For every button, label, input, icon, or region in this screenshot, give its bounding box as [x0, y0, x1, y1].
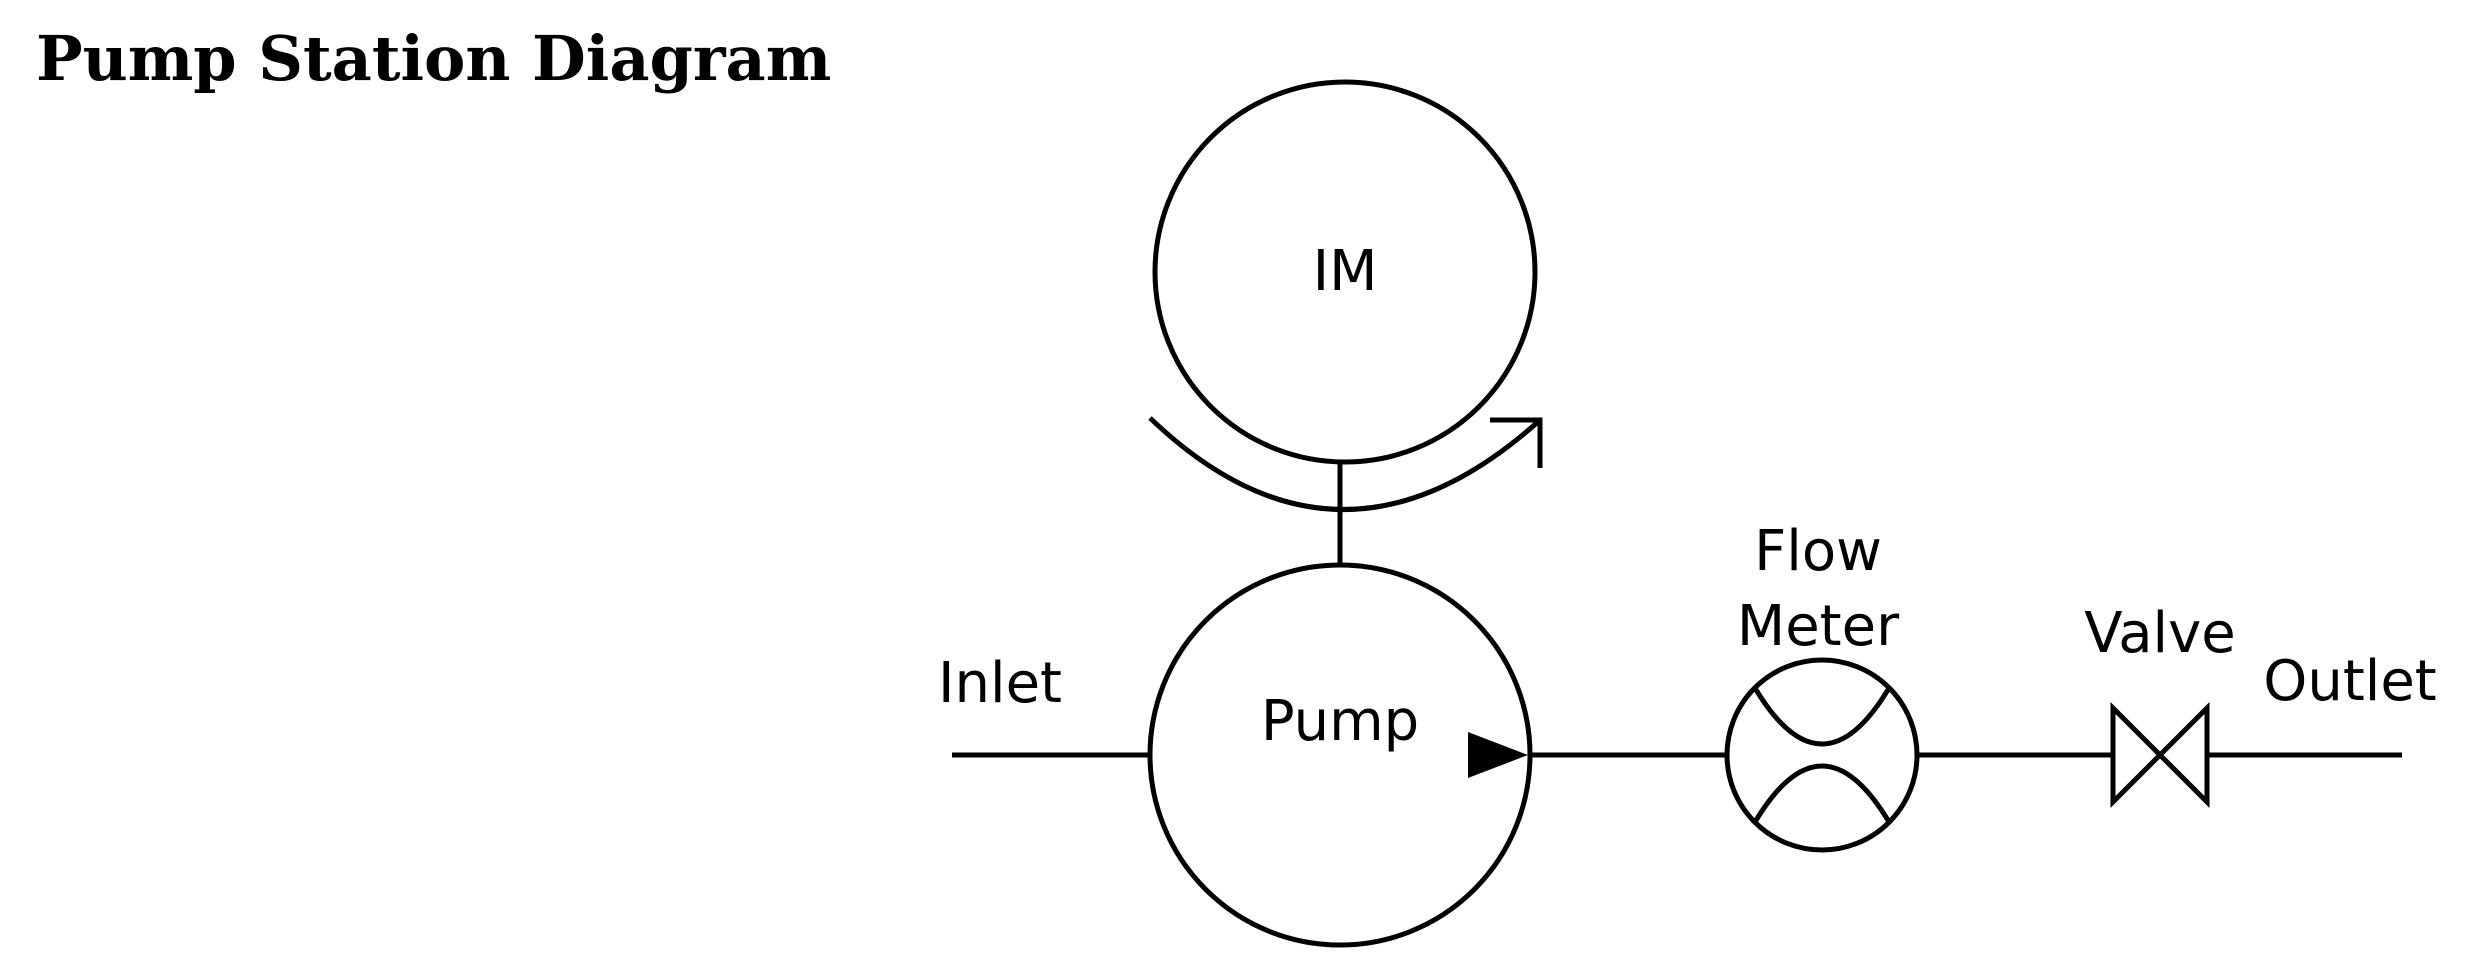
flow-meter-upper-curve	[1752, 686, 1892, 747]
page-title: Pump Station Diagram	[36, 22, 832, 95]
flow-meter-label-line2: Meter	[1737, 594, 1900, 659]
outlet: Outlet	[2207, 649, 2437, 758]
pump: Pump	[1147, 562, 1533, 948]
rotation-arrowhead	[1490, 417, 1543, 468]
rotation-arrow-icon	[1148, 416, 1543, 512]
pump-label: Pump	[1261, 689, 1419, 754]
induction-motor: IM	[1152, 79, 1538, 465]
motor-label: IM	[1313, 239, 1378, 304]
flow-meter: Flow Meter	[1724, 519, 1920, 853]
flow-meter-label-line1: Flow	[1754, 519, 1882, 584]
valve-icon: Valve	[2084, 601, 2236, 809]
inlet-label: Inlet	[938, 651, 1062, 716]
outlet-label: Outlet	[2263, 649, 2437, 714]
inlet: Inlet	[938, 651, 1150, 758]
valve-label: Valve	[2084, 601, 2235, 666]
valve-bowtie	[2110, 701, 2210, 809]
flow-meter-lower-curve	[1752, 763, 1892, 824]
motor-circle	[1152, 79, 1538, 465]
rotation-arc	[1148, 416, 1542, 512]
pump-discharge-arrow-icon	[1468, 732, 1528, 778]
